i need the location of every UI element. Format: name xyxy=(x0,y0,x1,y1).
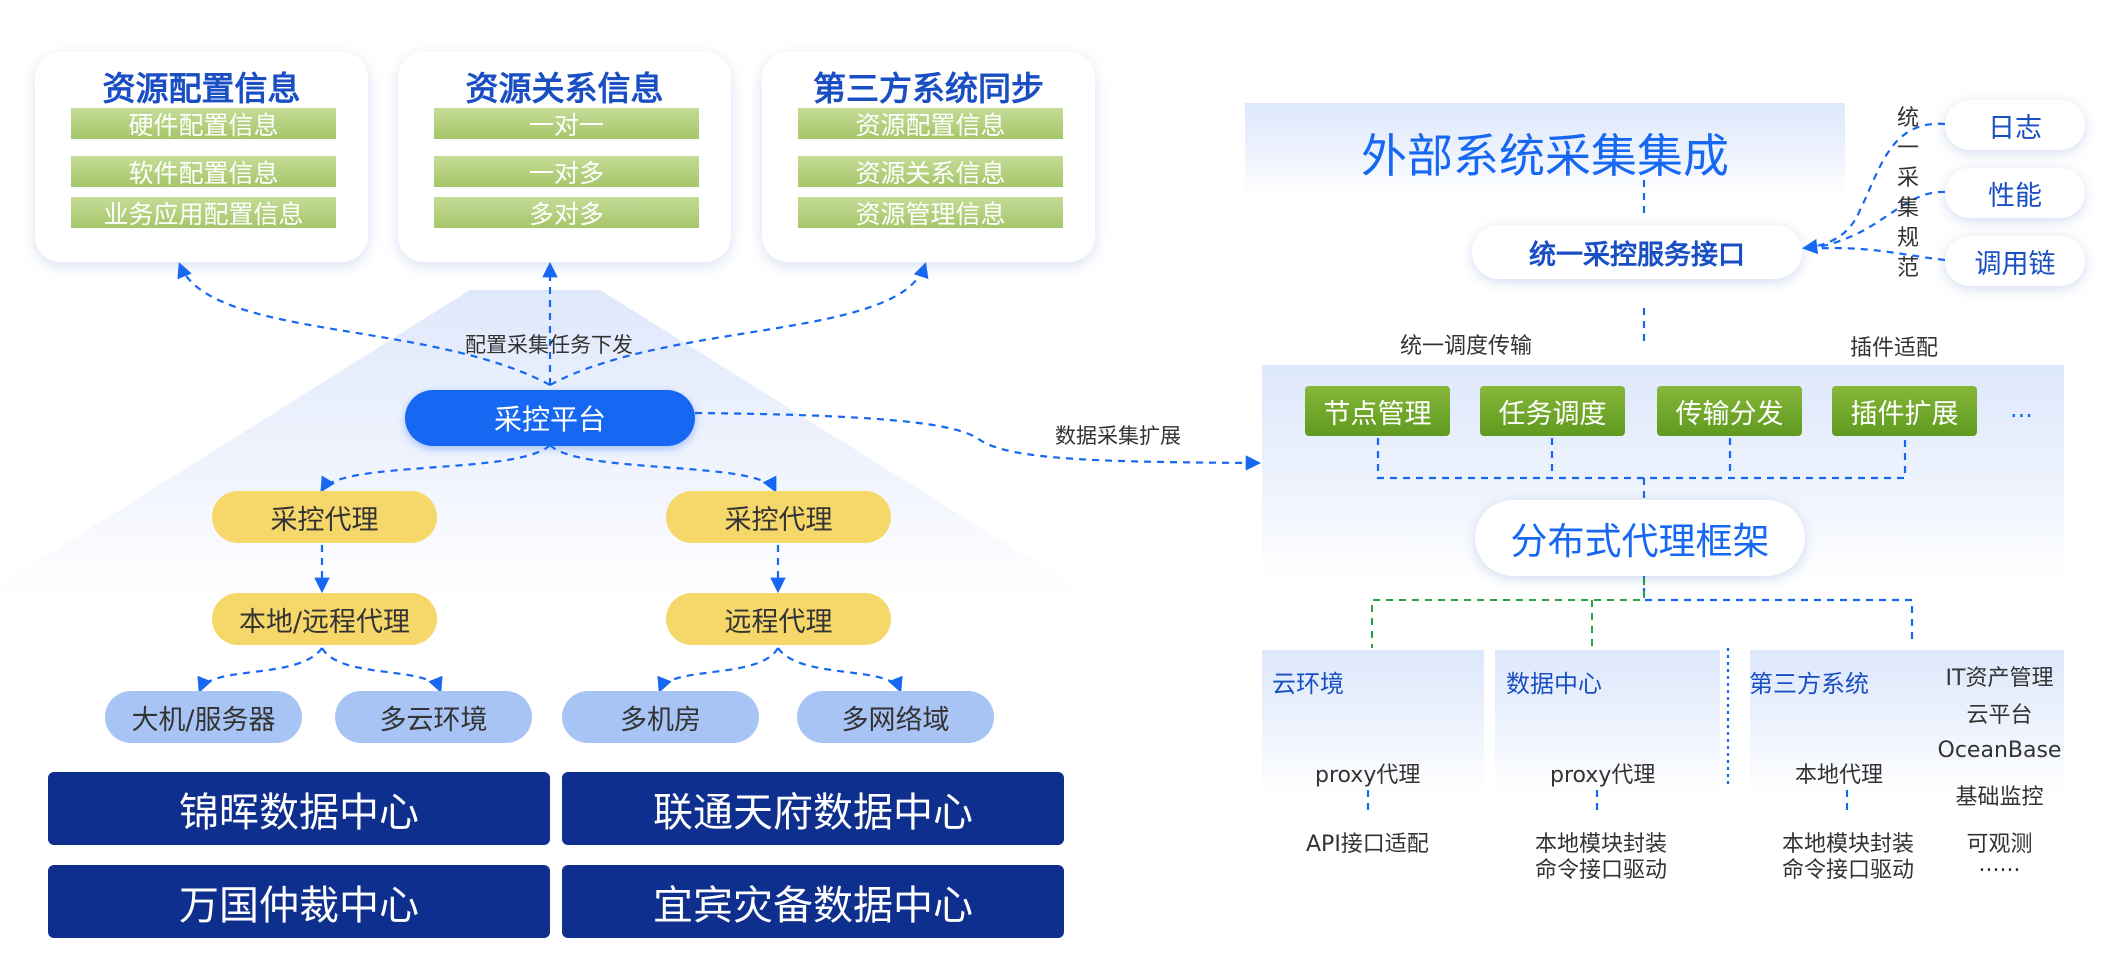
link-trace xyxy=(1804,246,1946,262)
spec-char: 一 xyxy=(1896,136,1919,161)
link-data-extension xyxy=(694,411,1262,471)
card-item: 硬件配置信息 xyxy=(71,108,336,140)
dc-tianfu: 联通天府数据中心 xyxy=(562,772,1064,845)
link-framework-cloud-dc xyxy=(1371,578,1645,648)
third-list-item: 云平台 xyxy=(1966,703,2033,728)
third-list-item: 基础监控 xyxy=(1955,785,2044,810)
section-cloud-backdrop xyxy=(1262,650,1484,795)
remote-agent[interactable]: 远程代理 xyxy=(666,593,891,645)
more-ellipsis: ... xyxy=(2010,395,2033,423)
card-third-party-sync: 第三方系统同步 资源配置信息 资源关系信息 资源管理信息 xyxy=(762,52,1095,262)
spec-char: 统 xyxy=(1896,106,1919,131)
dc-proxy: proxy代理 xyxy=(1550,763,1656,788)
sched-transport-label: 统一调度传输 xyxy=(1400,334,1533,359)
card-item: 资源关系信息 xyxy=(798,156,1063,188)
third-proxy: 本地代理 xyxy=(1795,763,1884,788)
dc-sub: 命令接口驱动 xyxy=(1535,858,1668,883)
dc-wanguo: 万国仲裁中心 xyxy=(48,865,550,938)
card-item: 业务应用配置信息 xyxy=(71,197,336,229)
agent-left[interactable]: 采控代理 xyxy=(212,491,437,543)
agent-right[interactable]: 采控代理 xyxy=(666,491,891,543)
card-title: 资源关系信息 xyxy=(465,69,664,108)
spec-char: 规 xyxy=(1896,226,1919,251)
data-extension-label: 数据采集扩展 xyxy=(1055,424,1181,448)
section-title-third: 第三方系统 xyxy=(1749,670,1869,698)
link-platform-card3 xyxy=(549,262,929,386)
spec-char: 集 xyxy=(1896,196,1919,221)
dc-sub: 本地模块封装 xyxy=(1535,832,1668,857)
task-dispatch-label: 配置采集任务下发 xyxy=(465,333,633,357)
btn-transport[interactable]: 传输分发 xyxy=(1657,386,1802,436)
local-remote-agent[interactable]: 本地/远程代理 xyxy=(212,593,437,645)
distributed-framework[interactable]: 分布式代理框架 xyxy=(1475,500,1805,576)
third-list-item: IT资产管理 xyxy=(1945,666,2054,691)
link-remote-target4 xyxy=(777,647,903,693)
third-sub: 命令接口驱动 xyxy=(1782,858,1915,883)
integration-header-backdrop xyxy=(1245,103,1845,198)
card-item: 一对一 xyxy=(434,108,699,140)
side-log[interactable]: 日志 xyxy=(1945,100,2085,150)
control-platform[interactable]: 采控平台 xyxy=(405,390,695,446)
card-title: 第三方系统同步 xyxy=(813,69,1044,108)
target-multicloud[interactable]: 多云环境 xyxy=(335,691,532,743)
section-dc-backdrop xyxy=(1495,650,1720,795)
third-list-item: OceanBase xyxy=(1937,738,2062,763)
unified-interface[interactable]: 统一采控服务接口 xyxy=(1472,225,1802,279)
third-list-item: ...... xyxy=(1978,852,2021,877)
link-platform-agent-left xyxy=(320,444,551,493)
cloud-proxy: proxy代理 xyxy=(1315,763,1421,788)
side-performance[interactable]: 性能 xyxy=(1945,168,2085,218)
card-item: 资源管理信息 xyxy=(798,197,1063,229)
card-resource-config: 资源配置信息 硬件配置信息 软件配置信息 业务应用配置信息 xyxy=(35,52,368,262)
btn-node-mgmt[interactable]: 节点管理 xyxy=(1305,386,1450,436)
card-item: 多对多 xyxy=(434,197,699,229)
side-trace[interactable]: 调用链 xyxy=(1945,236,2085,286)
link-platform-card1 xyxy=(177,262,551,386)
spec-char: 范 xyxy=(1896,256,1919,281)
spec-char: 采 xyxy=(1896,166,1919,191)
section-title-dc: 数据中心 xyxy=(1506,670,1602,698)
link-remote-target3 xyxy=(657,647,779,693)
third-sub: 本地模块封装 xyxy=(1782,832,1915,857)
link-log xyxy=(1801,122,1946,255)
link-buttons-bus xyxy=(1376,438,1907,480)
dc-jinhui: 锦晖数据中心 xyxy=(48,772,550,845)
card-title: 资源配置信息 xyxy=(102,69,301,108)
card-item: 资源配置信息 xyxy=(798,108,1063,140)
btn-plugin-ext[interactable]: 插件扩展 xyxy=(1832,386,1977,436)
section-title-cloud: 云环境 xyxy=(1272,670,1344,698)
plugin-adapt-label: 插件适配 xyxy=(1850,336,1939,361)
third-list-item: 可观测 xyxy=(1966,832,2033,857)
section-third-backdrop xyxy=(1750,650,2064,795)
link-local-target2 xyxy=(321,647,443,693)
spec-vertical-text: 统 一 采 集 规 范 xyxy=(1893,104,1923,284)
target-multi-network[interactable]: 多网络域 xyxy=(797,691,994,743)
integration-title: 外部系统采集集成 xyxy=(1361,129,1729,183)
card-item: 一对多 xyxy=(434,156,699,188)
link-local-target1 xyxy=(197,647,323,693)
card-item: 软件配置信息 xyxy=(71,156,336,188)
target-mainframe[interactable]: 大机/服务器 xyxy=(105,691,302,743)
link-platform-agent-right xyxy=(549,444,777,493)
btn-task-sched[interactable]: 任务调度 xyxy=(1480,386,1625,436)
card-resource-relation: 资源关系信息 一对一 一对多 多对多 xyxy=(398,52,731,262)
link-perf xyxy=(1804,190,1946,251)
target-multi-room[interactable]: 多机房 xyxy=(562,691,759,743)
dc-yibin: 宜宾灾备数据中心 xyxy=(562,865,1064,938)
cloud-sub: API接口适配 xyxy=(1306,832,1429,857)
